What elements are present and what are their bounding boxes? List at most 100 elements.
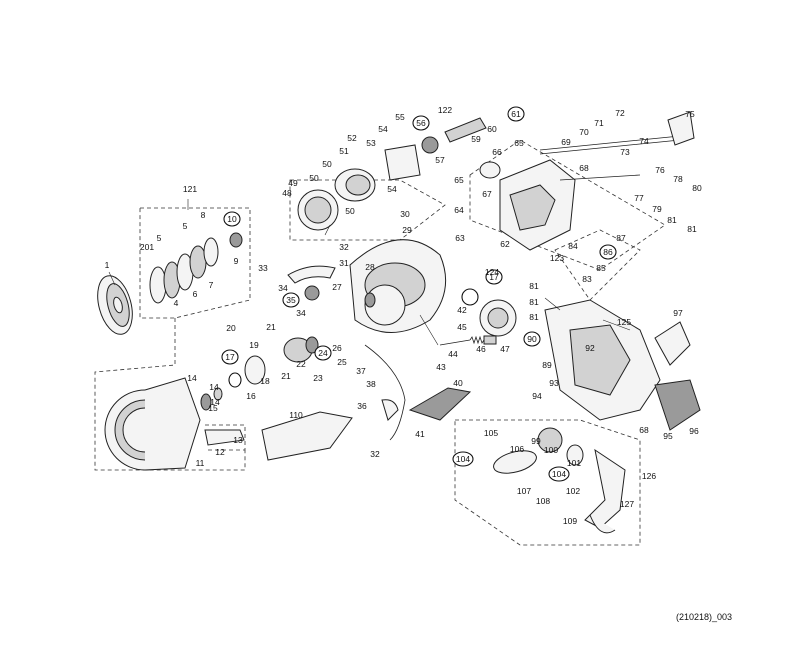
part-122-worm-shaft <box>421 117 487 154</box>
part-number-text: 81 <box>529 297 539 307</box>
part-75-rear-cap <box>667 111 695 146</box>
part-number-text: 81 <box>687 224 697 234</box>
part-number-text: 5 <box>157 233 162 243</box>
part-number-text: 71 <box>594 118 604 128</box>
part-label-27: 27 <box>332 282 342 292</box>
part-label-94: 94 <box>532 391 542 401</box>
part-label-64: 64 <box>454 205 464 215</box>
part-label-32: 32 <box>339 242 349 252</box>
part-label-101: 101 <box>567 458 581 468</box>
part-label-47: 47 <box>500 344 510 354</box>
part-label-53: 53 <box>366 138 376 148</box>
part-label-97: 97 <box>673 308 683 318</box>
part-label-48: 48 <box>282 188 292 198</box>
part-28-rotor <box>349 239 447 333</box>
part-number-text: 16 <box>246 391 256 401</box>
part-number-text: 29 <box>402 225 412 235</box>
part-number-text: 73 <box>620 147 630 157</box>
part-number-text: 40 <box>453 378 463 388</box>
part-label-14: 14 <box>210 397 220 407</box>
part-number-text: 51 <box>339 146 349 156</box>
part-number-text: 49 <box>288 178 298 188</box>
part-label-57: 57 <box>435 155 445 165</box>
part-37-bail-wire <box>364 344 406 441</box>
part-label-29: 29 <box>402 225 412 235</box>
part-number-text: 46 <box>476 344 486 354</box>
part-125-body-frame <box>544 299 661 421</box>
part-126-handle-assembly <box>493 427 626 534</box>
part-number-text: 87 <box>616 233 626 243</box>
part-number-text: 104 <box>456 454 470 464</box>
part-label-95: 95 <box>663 431 673 441</box>
part-label-84: 84 <box>568 241 578 251</box>
part-label-122: 122 <box>438 105 452 115</box>
diagram-code: (210218)_003 <box>676 612 733 622</box>
part-number-text: 69 <box>561 137 571 147</box>
part-number-text: 44 <box>448 349 458 359</box>
part-number-text: 14 <box>210 397 220 407</box>
part-label-92: 92 <box>585 343 595 353</box>
part-number-text: 72 <box>615 108 625 118</box>
highlight-circle <box>485 269 503 285</box>
part-95-rear-cover <box>654 379 701 431</box>
part-number-text: 53 <box>366 138 376 148</box>
part-48-drive-gear <box>297 189 339 231</box>
part-number-text: 79 <box>652 204 662 214</box>
part-number-text: 56 <box>416 118 426 128</box>
leader-lines <box>108 199 631 346</box>
part-label-36: 36 <box>357 401 367 411</box>
part-number-text: 125 <box>617 317 631 327</box>
part-number-text: 34 <box>278 283 288 293</box>
part-label-76: 76 <box>655 165 665 175</box>
part-number-text: 68 <box>639 425 649 435</box>
part-number-text: 65 <box>514 138 524 148</box>
part-number-text: 17 <box>225 352 235 362</box>
part-number-text: 7 <box>209 280 214 290</box>
part-label-25: 25 <box>337 357 347 367</box>
part-number-text: 24 <box>318 348 328 358</box>
part-number-text: 43 <box>436 362 446 372</box>
part-number-text: 21 <box>281 371 291 381</box>
part-label-41: 41 <box>415 429 425 439</box>
part-label-79: 79 <box>652 204 662 214</box>
part-label-69: 69 <box>561 137 571 147</box>
part-number-text: 8 <box>201 210 206 220</box>
part-number-text: 81 <box>667 215 677 225</box>
part-label-52: 52 <box>347 133 357 143</box>
part-number-text: 65 <box>454 175 464 185</box>
part-label-81: 81 <box>667 215 677 225</box>
part-label-124: 124 <box>485 267 499 277</box>
part-label-31: 31 <box>339 258 349 268</box>
part-label-9: 9 <box>234 256 239 266</box>
part-number-text: 6 <box>193 289 198 299</box>
part-label-105: 105 <box>484 428 498 438</box>
highlight-circle <box>452 451 474 467</box>
part-121-drag-washer-stack <box>149 232 243 304</box>
part-label-34: 34 <box>278 283 288 293</box>
part-number-text: 1 <box>105 260 110 270</box>
part-label-80: 80 <box>692 183 702 193</box>
part-label-81: 81 <box>529 297 539 307</box>
part-number-text: 126 <box>642 471 656 481</box>
part-number-text: 22 <box>296 359 306 369</box>
part-label-201: 201 <box>140 242 154 252</box>
part-label-81: 81 <box>529 281 539 291</box>
part-number-text: 89 <box>542 360 552 370</box>
part-number-text: 107 <box>517 486 531 496</box>
part-number-text: 42 <box>457 305 467 315</box>
part-number-text: 75 <box>685 109 695 119</box>
part-number-text: 124 <box>485 267 499 277</box>
part-label-16: 16 <box>246 391 256 401</box>
part-label-77: 77 <box>634 193 644 203</box>
part-label-50: 50 <box>309 173 319 183</box>
part-51-gear-housing <box>334 144 421 202</box>
part-46-spring <box>439 335 497 346</box>
part-label-54: 54 <box>387 184 397 194</box>
part-label-10: 10 <box>223 211 241 227</box>
part-number-text: 32 <box>339 242 349 252</box>
part-number-text: 33 <box>258 263 268 273</box>
part-97-body-cover <box>654 321 691 366</box>
part-pinion-assembly <box>228 336 319 388</box>
part-label-17: 17 <box>221 349 239 365</box>
part-1-rotor-plate <box>97 275 133 335</box>
